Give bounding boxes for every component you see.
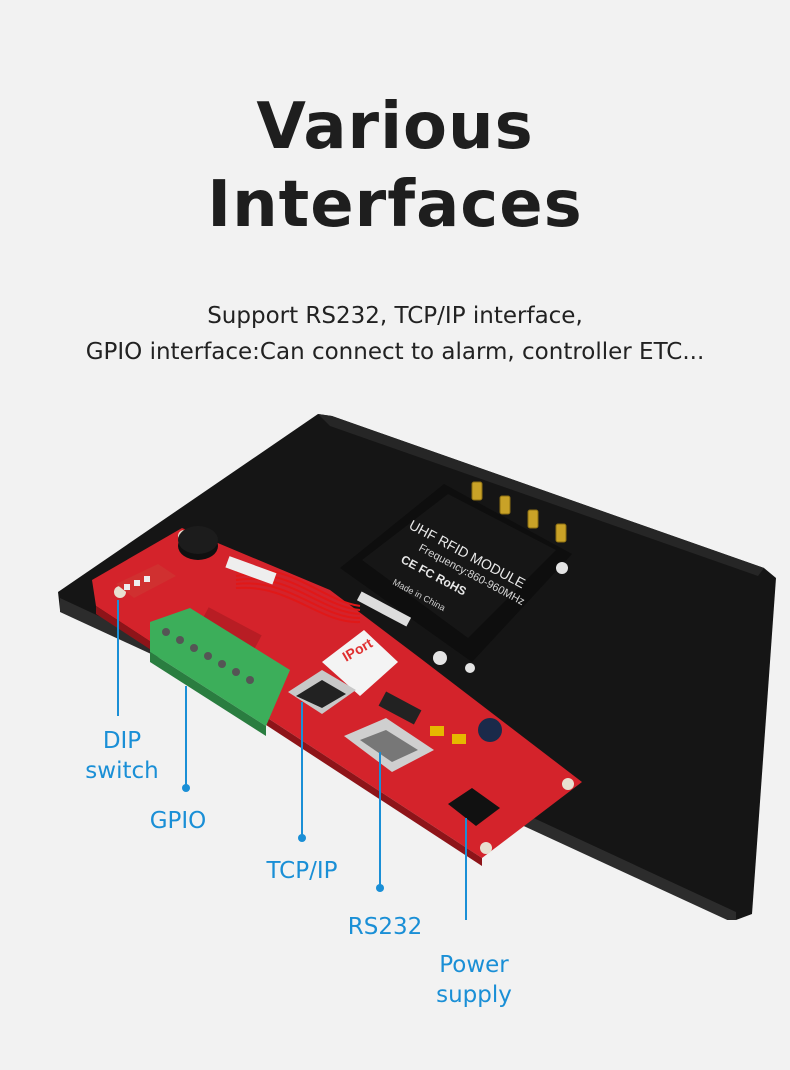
callout-tcpip: TCP/IP <box>252 856 352 886</box>
subtitle: Support RS232, TCP/IP interface, GPIO in… <box>0 298 790 370</box>
uhf-rfid-module: UHF RFID MODULE Frequency:860-960MHz CE … <box>340 484 572 662</box>
rs232-connector <box>344 718 434 772</box>
callout-power-line-2: supply <box>436 982 512 1008</box>
dip-switch <box>116 564 176 598</box>
callout-dip-switch: DIP switch <box>72 726 172 786</box>
gpio-terminal-block <box>150 608 290 736</box>
rj45-port <box>288 670 356 714</box>
buzzer <box>178 526 218 560</box>
subtitle-line-2: GPIO interface:Can connect to alarm, con… <box>85 339 705 365</box>
power-jack <box>448 788 500 826</box>
callout-dip-switch-line-2: switch <box>85 758 159 784</box>
callout-dots <box>182 784 384 892</box>
callout-tcpip-label: TCP/IP <box>266 858 338 884</box>
callout-power-line-1: Power <box>439 952 509 978</box>
callout-gpio-label: GPIO <box>149 808 207 834</box>
callout-dip-switch-line-1: DIP <box>102 728 142 754</box>
callout-power-supply: Power supply <box>424 950 524 1010</box>
callout-lines <box>117 600 467 920</box>
headline-line-1: Various <box>256 90 534 164</box>
subtitle-line-1: Support RS232, TCP/IP interface, <box>207 303 583 329</box>
ribbon-connector <box>225 556 277 585</box>
headline-line-2: Interfaces <box>207 168 583 242</box>
callout-gpio: GPIO <box>138 806 218 836</box>
antenna-connectors <box>471 481 567 543</box>
callout-rs232: RS232 <box>340 912 430 942</box>
rfid-reader-board-illustration: UHF RFID MODULE Frequency:860-960MHz CE … <box>58 414 776 920</box>
ethernet-module: IPort <box>322 630 398 696</box>
headline: Various Interfaces <box>0 88 790 244</box>
inductor <box>478 718 502 742</box>
callout-rs232-label: RS232 <box>347 914 423 940</box>
standoffs <box>433 562 568 673</box>
